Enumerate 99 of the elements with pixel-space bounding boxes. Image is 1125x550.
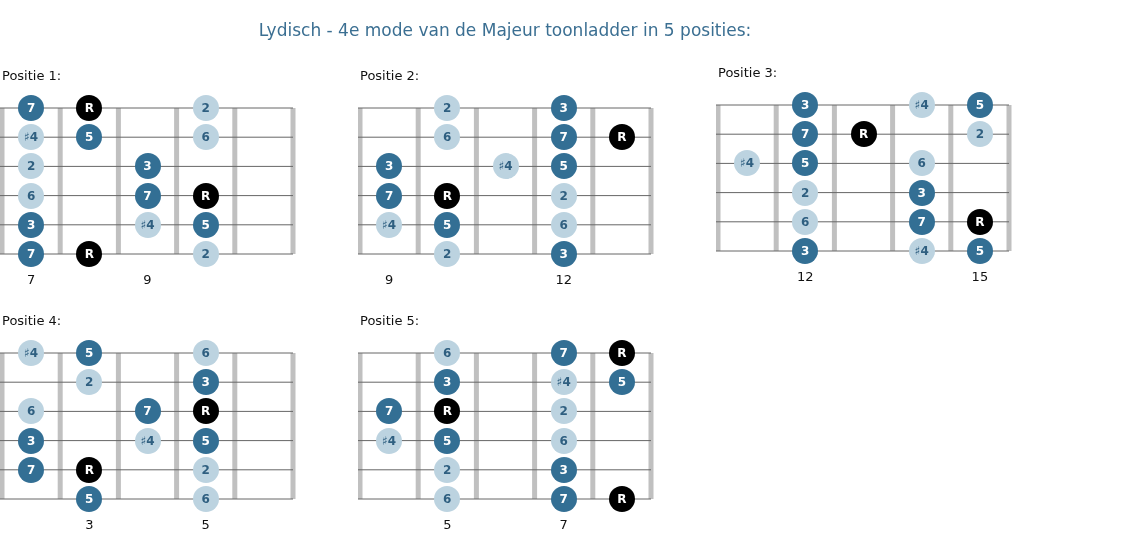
- note-dot: 7: [376, 182, 403, 209]
- position-heading: Positie 1:: [2, 68, 62, 83]
- note-dot: 5: [434, 211, 461, 238]
- position-heading: Positie 4:: [2, 313, 62, 328]
- note-dot: R: [434, 182, 461, 209]
- note-dot: 3: [550, 456, 577, 483]
- note-dot: 7: [376, 398, 403, 425]
- note-dot: ♯4: [492, 153, 519, 180]
- note-dot: 2: [966, 121, 993, 148]
- note-dot: 3: [192, 369, 219, 396]
- note-dot: 5: [192, 211, 219, 238]
- note-dot: 6: [908, 150, 935, 177]
- position-heading: Positie 5:: [360, 313, 420, 328]
- fret-number: 12: [796, 269, 815, 284]
- note-dot: ♯4: [908, 238, 935, 264]
- note-dot: 6: [550, 427, 577, 454]
- note-dot: 2: [434, 95, 461, 121]
- note-dot: 7: [18, 241, 45, 267]
- note-dot: 2: [18, 153, 45, 180]
- note-dot: 3: [18, 427, 45, 454]
- note-dot: 2: [76, 369, 103, 396]
- fret-number: 7: [25, 272, 37, 287]
- note-dot: 7: [134, 398, 161, 425]
- note-dot: 5: [76, 340, 103, 366]
- note-dot: R: [608, 124, 635, 151]
- note-dot: 3: [792, 92, 819, 118]
- note-dot: 6: [434, 340, 461, 366]
- note-dot: ♯4: [18, 340, 45, 366]
- note-dot: 3: [550, 95, 577, 121]
- note-dot: 2: [192, 241, 219, 267]
- fret-number: 15: [970, 269, 990, 284]
- fret-number: 9: [383, 272, 395, 287]
- note-dot: 6: [192, 486, 219, 512]
- note-dot: 6: [192, 124, 219, 151]
- note-dot: 7: [550, 124, 577, 151]
- note-dot: 7: [550, 340, 577, 366]
- note-dot: 3: [434, 369, 461, 396]
- note-dot: 5: [192, 427, 219, 454]
- fret-number: 5: [200, 517, 211, 532]
- note-dot: 3: [18, 211, 45, 238]
- note-dot: 6: [434, 486, 461, 512]
- note-dot: 5: [966, 92, 993, 118]
- note-dot: 7: [550, 486, 577, 512]
- note-dot: 5: [76, 486, 103, 512]
- note-dot: ♯4: [550, 369, 577, 396]
- note-dot: 3: [376, 153, 403, 180]
- position-heading: Positie 3:: [718, 65, 778, 80]
- note-dot: 5: [966, 238, 993, 264]
- fret-number: 7: [558, 517, 569, 532]
- note-dot: ♯4: [134, 427, 161, 454]
- note-dot: R: [608, 486, 635, 512]
- note-dot: 7: [134, 182, 161, 209]
- note-dot: 7: [18, 95, 45, 121]
- note-dot: R: [434, 398, 461, 425]
- note-dot: 6: [434, 124, 461, 151]
- fret-number: 3: [84, 517, 95, 532]
- note-dot: 3: [908, 179, 935, 206]
- note-dot: ♯4: [908, 92, 935, 118]
- note-dot: 5: [434, 427, 461, 454]
- note-dot: 6: [792, 208, 819, 235]
- note-dot: 2: [192, 456, 219, 483]
- note-dot: R: [76, 241, 103, 267]
- note-dot: 5: [792, 150, 819, 177]
- note-dot: 5: [76, 124, 103, 151]
- note-dot: 3: [550, 241, 577, 267]
- note-dot: R: [966, 208, 993, 235]
- note-dot: ♯4: [134, 211, 161, 238]
- note-dot: R: [850, 121, 877, 148]
- note-dot: 3: [134, 153, 161, 180]
- note-dot: ♯4: [734, 150, 761, 177]
- fret-number: 9: [142, 272, 153, 287]
- note-dot: 7: [908, 208, 935, 235]
- note-dot: ♯4: [376, 427, 403, 454]
- note-dot: R: [76, 95, 103, 121]
- note-dot: R: [192, 182, 219, 209]
- note-dot: 2: [550, 398, 577, 425]
- note-dot: 7: [792, 121, 819, 148]
- note-dot: 6: [18, 398, 45, 425]
- note-dot: ♯4: [18, 124, 45, 151]
- note-dot: 2: [792, 179, 819, 206]
- note-dot: 2: [192, 95, 219, 121]
- note-dot: 5: [550, 153, 577, 180]
- note-dot: 6: [550, 211, 577, 238]
- fret-number: 12: [554, 272, 573, 287]
- note-dot: ♯4: [376, 211, 403, 238]
- note-dot: R: [608, 340, 635, 366]
- note-dot: 6: [18, 182, 45, 209]
- note-dot: 5: [608, 369, 635, 396]
- note-dot: 7: [18, 456, 45, 483]
- note-dot: 2: [550, 182, 577, 209]
- note-dot: R: [76, 456, 103, 483]
- fret-number: 5: [442, 517, 453, 532]
- note-dot: R: [192, 398, 219, 425]
- note-dot: 3: [792, 238, 819, 264]
- diagram-title: Lydisch - 4e mode van de Majeur toonladder in 5 posities:: [257, 20, 753, 40]
- note-dot: 2: [434, 241, 461, 267]
- note-dot: 6: [192, 340, 219, 366]
- position-heading: Positie 2:: [360, 68, 420, 83]
- note-dot: 2: [434, 456, 461, 483]
